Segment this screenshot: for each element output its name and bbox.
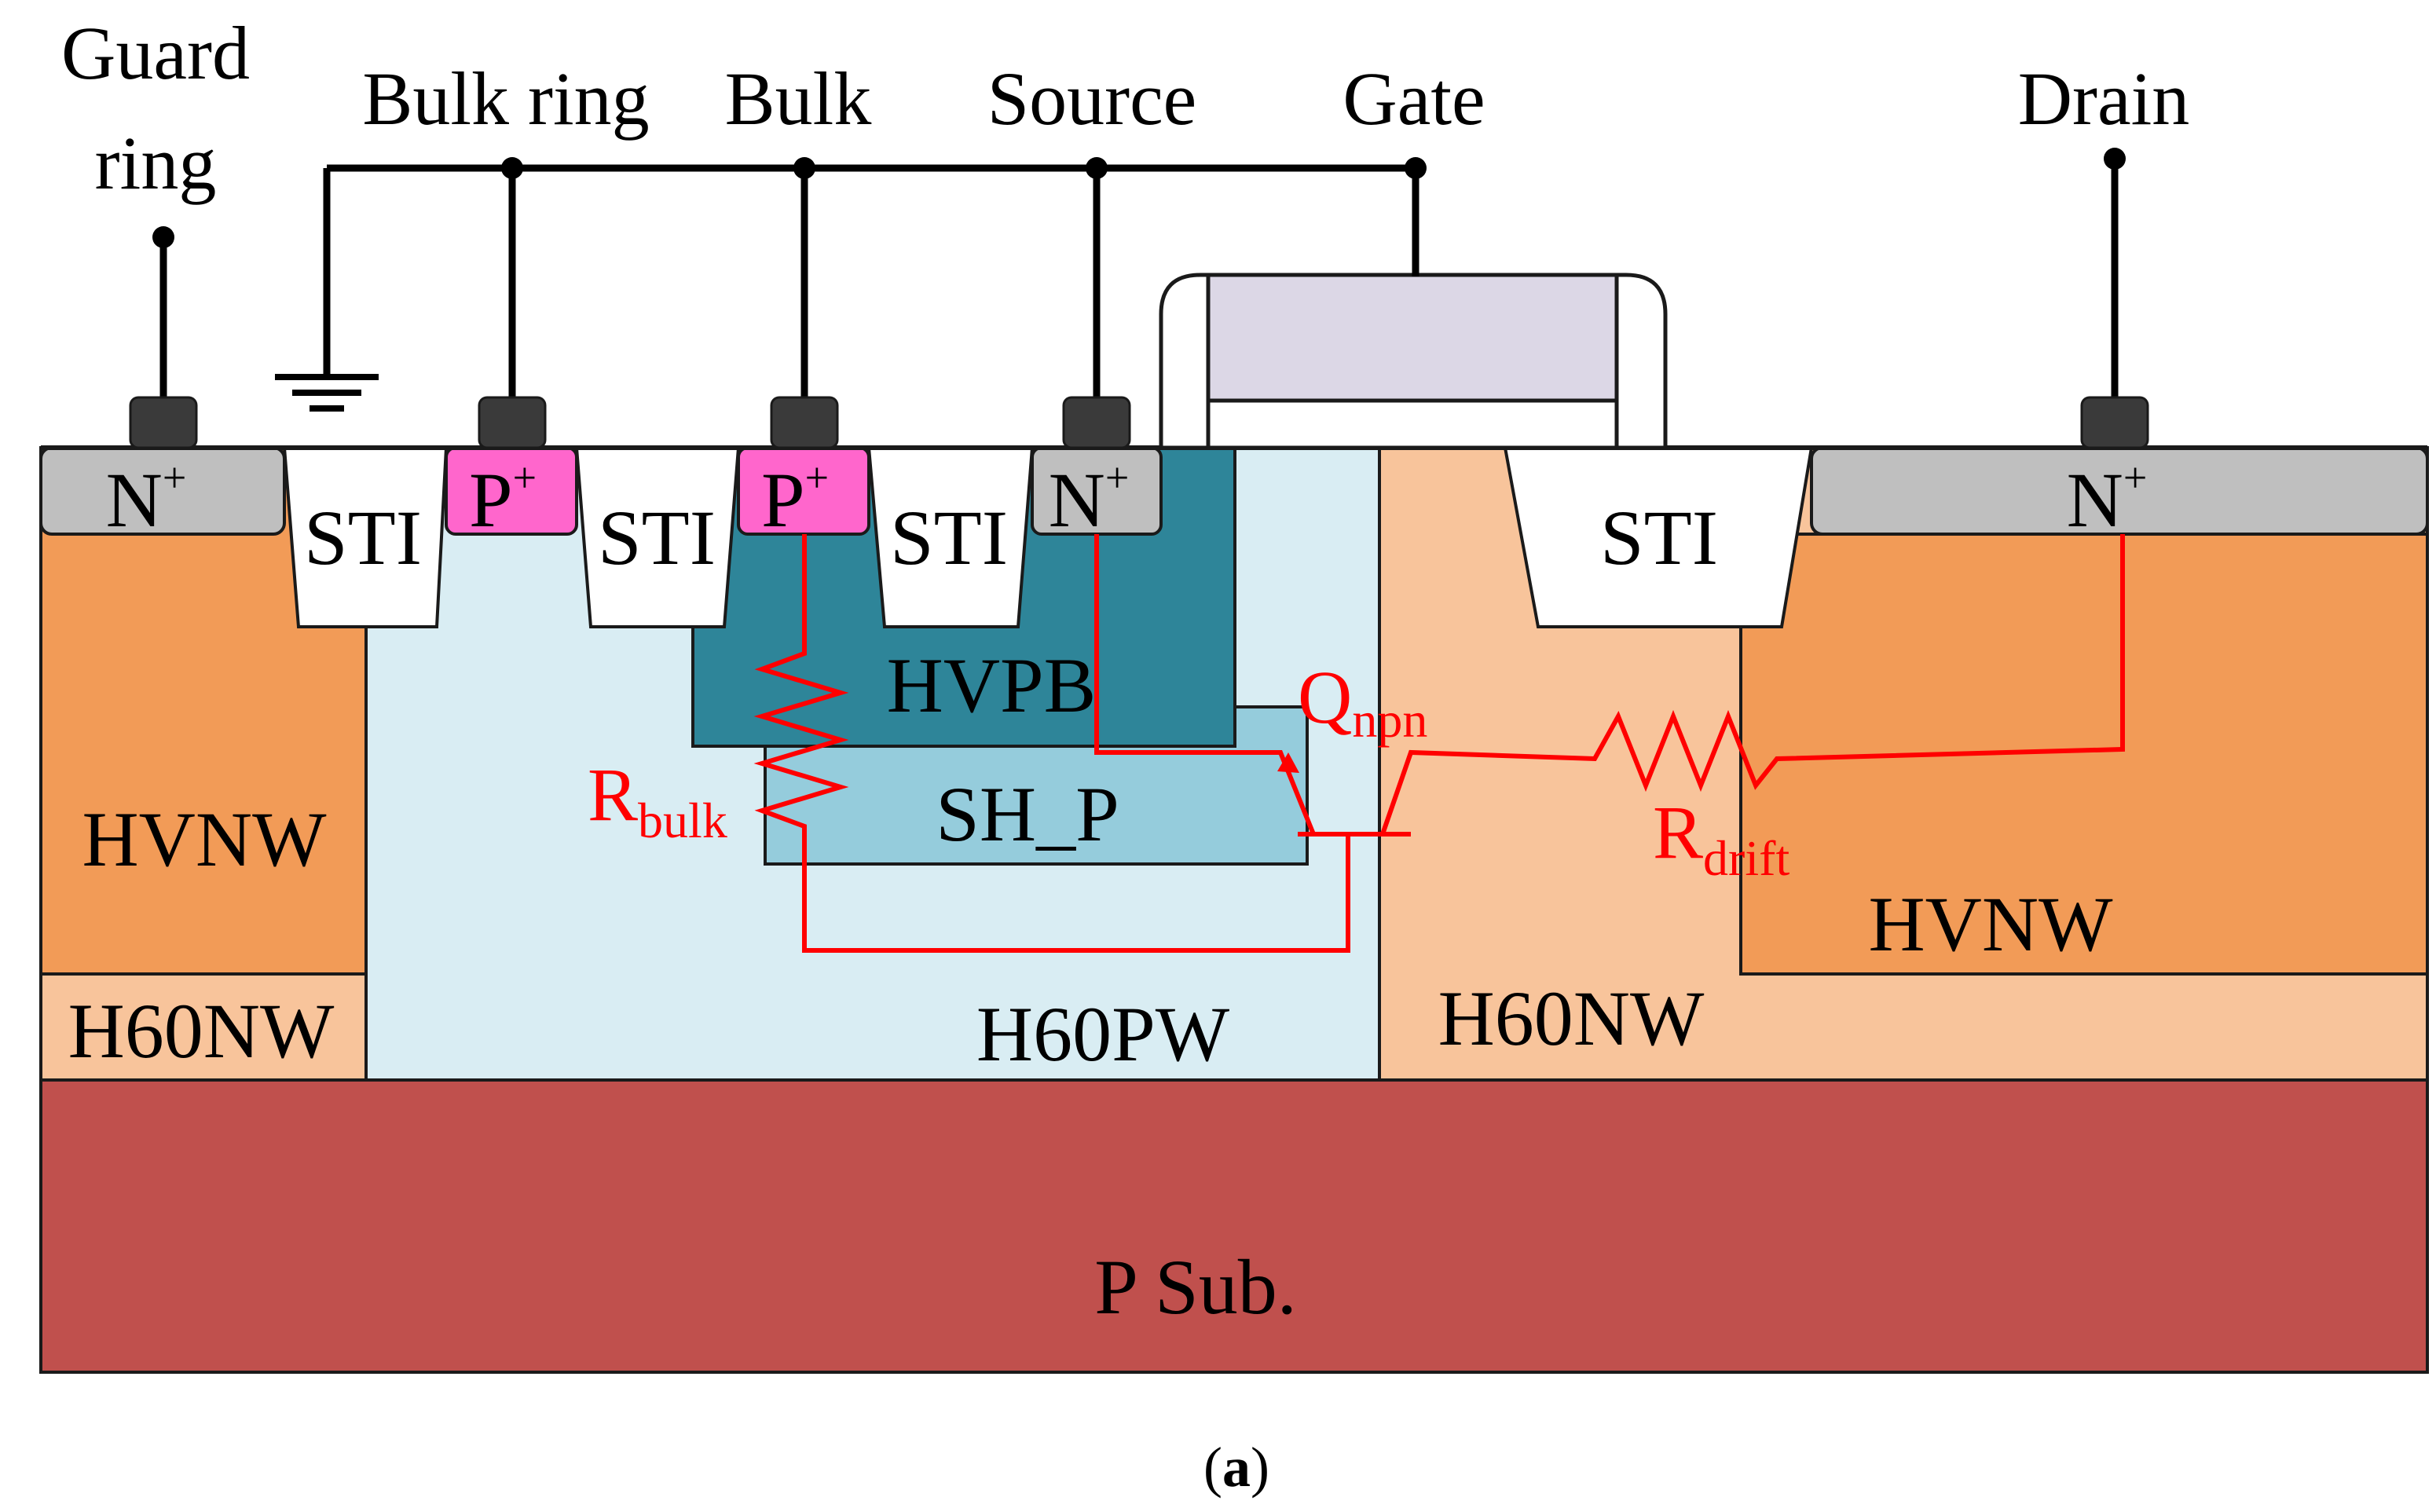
terminal-source-label: Source (987, 57, 1197, 141)
terminal-gate-label: Gate (1343, 57, 1485, 141)
terminal-guard-ring-label-2: ring (95, 121, 217, 205)
terminal-dots (152, 148, 2126, 248)
p-sub-label: P Sub. (1094, 1243, 1297, 1331)
bjt-emitter-path (1094, 534, 1316, 836)
ground-symbol (275, 374, 379, 412)
sti-4-label: STI (1600, 494, 1718, 581)
metal-wiring (159, 162, 2119, 402)
terminal-bulk-ring-label: Bulk ring (362, 57, 649, 141)
terminal-guard-ring-label-1: Guard (61, 11, 250, 95)
hvnw-right-label: HVNW (1868, 880, 2113, 968)
hvnw-right-region (1739, 533, 2429, 976)
h60nw-right-label: H60NW (1438, 975, 1705, 1062)
r-drift-path (1380, 534, 2125, 835)
terminal-labels: Guard ring Bulk ring Bulk Source Gate Dr… (61, 11, 2189, 205)
sh-p-label: SH_P (936, 771, 1119, 858)
p-plus-bulk-ring-label: P+ (469, 454, 537, 544)
sti-2-label: STI (598, 494, 716, 581)
q-npn-label: Qnpn (1298, 655, 1427, 748)
gate-polysilicon (1206, 273, 1619, 403)
r-bulk-label: Rbulk (588, 752, 727, 848)
sti-3-label: STI (890, 494, 1008, 581)
contacts (129, 396, 2149, 449)
bjt-emitter-arrow (1277, 752, 1299, 773)
r-bulk-path (753, 534, 1350, 953)
h60nw-left-label: H60NW (68, 987, 335, 1075)
hvnw-left-label: HVNW (82, 796, 327, 883)
terminal-drain-label: Drain (2018, 57, 2190, 141)
n-plus-drain-label: N+ (2067, 454, 2148, 544)
n-plus-guard-label: N+ (106, 454, 187, 544)
n-plus-source-label: N+ (1049, 454, 1130, 544)
gate-oxide (1206, 398, 1619, 450)
hvpb-label: HVPB (887, 642, 1097, 729)
figure-caption: (a) (1203, 1436, 1269, 1499)
terminal-bulk-label: Bulk (725, 57, 872, 141)
h60pw-label: H60PW (976, 990, 1230, 1078)
r-drift-label: Rdrift (1653, 790, 1789, 886)
p-plus-bulk-label: P+ (761, 454, 829, 544)
p-substrate (39, 1078, 2429, 1374)
parasitic-circuit (753, 534, 2125, 953)
sti-1-label: STI (304, 494, 422, 581)
